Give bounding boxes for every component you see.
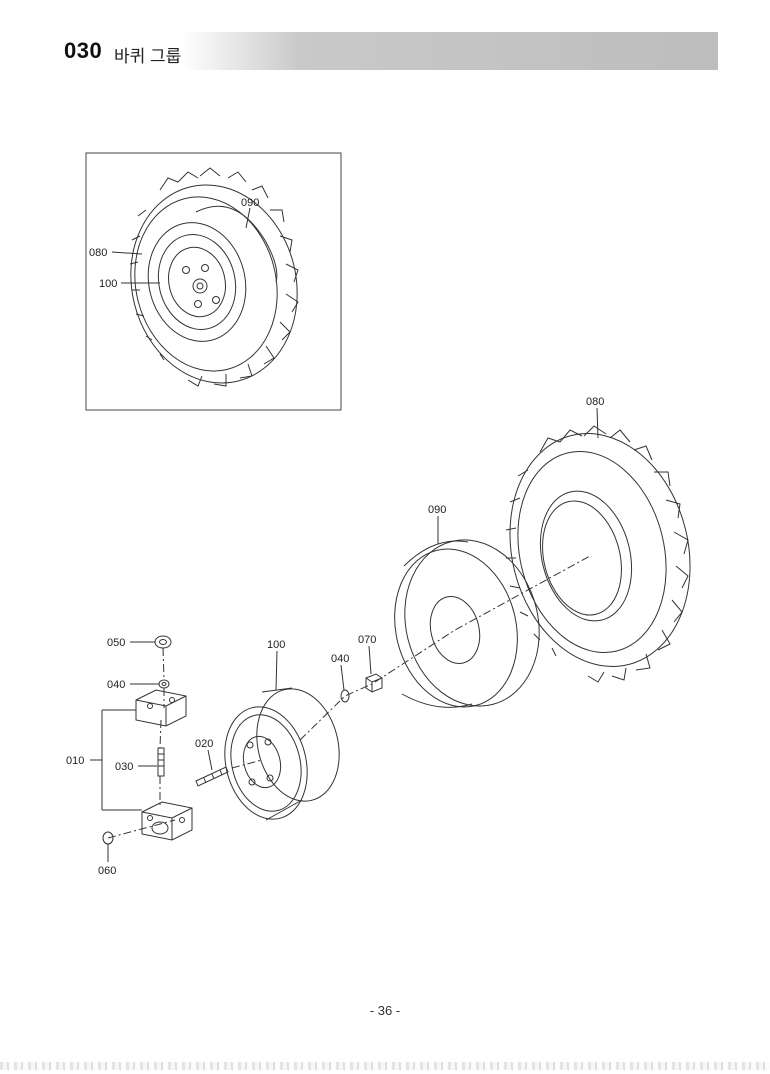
washer-040-lower <box>158 679 170 689</box>
washer-040-upper <box>340 689 350 703</box>
page-number: - 36 - <box>369 1003 401 1018</box>
inset-frame <box>85 152 342 411</box>
tube-090 <box>394 539 540 708</box>
tire-080 <box>505 425 691 683</box>
header-band <box>182 32 718 70</box>
inset-label-tube: 090 <box>241 197 259 209</box>
label-washer-040-upper: 040 <box>331 653 349 665</box>
label-stud-020: 020 <box>195 738 213 750</box>
label-nut-070: 070 <box>358 634 376 646</box>
footer-scan-strip <box>0 1062 770 1070</box>
bolt-030 <box>157 747 165 777</box>
inset-label-rim: 100 <box>99 278 117 290</box>
label-nut-050: 050 <box>107 637 125 649</box>
inset-wheel <box>129 167 299 387</box>
label-hub-group-010: 010 <box>66 755 84 767</box>
section-title: 바퀴 그룹 <box>114 47 182 66</box>
section-number: 030 <box>64 38 103 63</box>
assembly-axis <box>107 555 591 839</box>
label-tube-090: 090 <box>428 504 446 516</box>
rim-100 <box>224 687 340 821</box>
label-nut-060: 060 <box>98 865 116 877</box>
label-washer-040-lower: 040 <box>107 679 125 691</box>
label-rim-100: 100 <box>267 639 285 651</box>
label-tire-080: 080 <box>586 396 604 408</box>
stud-020 <box>195 766 229 787</box>
hub-bracket-010 <box>135 689 193 841</box>
section-header: 030 바퀴 그룹 <box>62 30 718 72</box>
nut-050 <box>154 635 172 649</box>
label-bolt-030: 030 <box>115 761 133 773</box>
nut-070 <box>365 673 383 693</box>
inset-label-tire: 080 <box>89 247 107 259</box>
